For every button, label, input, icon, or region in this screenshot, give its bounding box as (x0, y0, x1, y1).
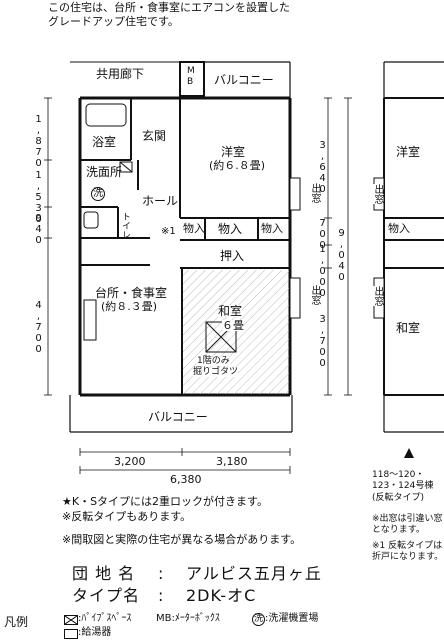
dim-right-3: 700 (317, 218, 328, 251)
dim-bottom-left: 3,200 (114, 455, 146, 468)
note-plan-differs: ※間取図と実際の住宅が異なる場合があります。 (62, 533, 302, 546)
dim-total-right: 9,040 (336, 228, 347, 283)
danchi-value: アルビス五月ヶ丘 (186, 564, 322, 583)
reversed-storage-label: 物入 (388, 222, 410, 235)
storage-label-2: 物入 (218, 222, 243, 236)
storage-label-1: 物入 (183, 222, 205, 235)
reversed-plan (383, 97, 444, 396)
note-reversed-type: ※反転タイプもあります。 (62, 510, 192, 523)
type-colon: : (158, 586, 165, 605)
washroom-label: 洗面所 (86, 165, 123, 179)
kotatsu-note-2: 掘りゴタツ (193, 367, 239, 377)
type-label: タイプ名 (72, 586, 141, 605)
washer-mark: 洗 (91, 187, 105, 201)
note-mark: ※1 (161, 226, 176, 237)
header-line-2: グレードアップ住宅です。 (48, 15, 179, 28)
bay-window-2 (289, 277, 301, 319)
balcony-top-label: バルコニー (214, 73, 274, 87)
reversed-western-label: 洋室 (396, 145, 421, 159)
dim-left-4: 4,700 (33, 300, 44, 355)
dim-right-1: 3,640 (317, 140, 328, 195)
dim-left-3: 940 (33, 213, 44, 246)
kitchen-size: (約８.３畳) (101, 300, 158, 313)
kotatsu (205, 321, 237, 353)
legend-heater-symbol (64, 629, 78, 639)
danchi-label: 団 地 名 (72, 564, 136, 583)
bay-window-label-1: 出窓 (309, 183, 320, 203)
balcony-bottom-outline (69, 395, 293, 433)
reversed-window-label-2: 出窓 (372, 286, 383, 306)
legend-heater: :給湯器 (78, 627, 112, 638)
type-value: 2DK-オC (186, 586, 257, 605)
mb-label: M B (187, 66, 195, 87)
bathtub (85, 103, 127, 127)
bay-window-1 (289, 177, 301, 211)
dim-lines-right (324, 97, 352, 396)
balcony-top-outline (205, 61, 291, 98)
corridor-label: 共用廊下 (96, 67, 145, 81)
bay-window-note: ※出窓は引違い窓 となります。 (372, 514, 443, 536)
folding-door-note: ※1 反転タイプは 折戸になります。 (372, 541, 444, 563)
inner-walls (80, 98, 290, 395)
japanese-size: ６畳 (222, 319, 244, 332)
kotatsu-note-1: 1階のみ (197, 356, 230, 366)
kitchen-counter (83, 299, 97, 341)
legend-pipe: :ﾊﾟｲﾌﾟｽﾍﾟｰｽ (78, 613, 132, 624)
japanese-label: 和室 (218, 304, 243, 318)
danchi-colon: : (158, 564, 165, 583)
dim-lines-bottom (79, 448, 291, 474)
dim-left-2: 1,530 (33, 170, 44, 225)
toilet-label: トイレ (120, 212, 130, 239)
entrance-label: 玄関 (142, 129, 167, 143)
arrow-marker (404, 448, 414, 458)
reversed-buildings-note: 118～120・ 123・124号棟 (反転タイプ) (372, 470, 434, 503)
legend-mb: MB:ﾒｰﾀｰﾎﾞｯｸｽ (156, 613, 220, 624)
note-double-lock: ★K・Sタイプには2重ロックが付きます。 (62, 495, 268, 508)
western-size: (約６.８畳) (209, 159, 266, 172)
pipe-space (119, 161, 133, 173)
dim-right-4: 3,700 (317, 314, 328, 369)
reversed-japanese-label: 和室 (396, 321, 421, 335)
hall-label: ホール (142, 194, 179, 208)
legend-title: 凡例 (4, 615, 29, 629)
dim-bottom-total: 6,380 (170, 473, 202, 486)
balcony-bottom-label: バルコニー (148, 410, 208, 424)
oshiire-label: 押入 (220, 249, 245, 263)
reversed-window-label-1: 出窓 (372, 184, 383, 204)
western-label: 洋室 (221, 145, 246, 159)
kitchen-label: 台所・食事室 (95, 286, 168, 300)
legend-wash: :洗濯機置場 (265, 613, 319, 624)
dim-right-2: 1,000 (317, 244, 328, 299)
legend-pipe-symbol (64, 615, 78, 625)
toilet-fixture (83, 211, 99, 229)
bay-window-label-2: 出窓 (309, 285, 320, 305)
header-line-1: この住宅は、台所・食事室にエアコンを設置した (48, 1, 290, 14)
dim-bottom-right: 3,180 (216, 455, 248, 468)
dim-lines-left (44, 97, 52, 396)
bath-label: 浴室 (92, 135, 117, 149)
dim-left-1: 1,870 (33, 114, 44, 169)
legend-wash-symbol: 洗 (252, 613, 265, 626)
storage-label-3: 物入 (261, 222, 283, 235)
